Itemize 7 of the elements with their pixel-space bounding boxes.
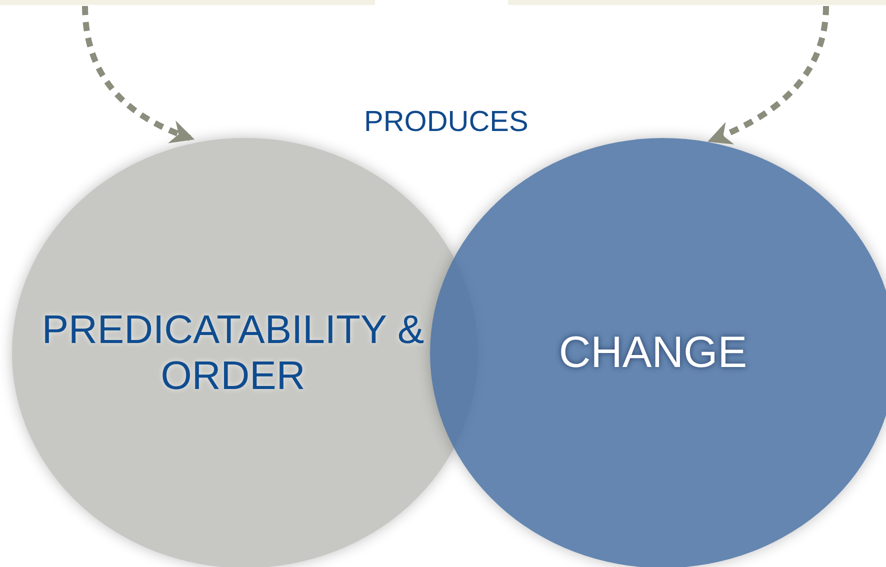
relation-label: PRODUCES: [364, 106, 528, 139]
circle-label: PREDICATABILITY & ORDER: [40, 307, 426, 399]
curved-arrow: [708, 6, 829, 144]
header-strip: [0, 0, 375, 5]
curved-arrow: [82, 6, 194, 143]
circle-label: CHANGE: [558, 328, 748, 378]
header-strip: [508, 0, 886, 5]
